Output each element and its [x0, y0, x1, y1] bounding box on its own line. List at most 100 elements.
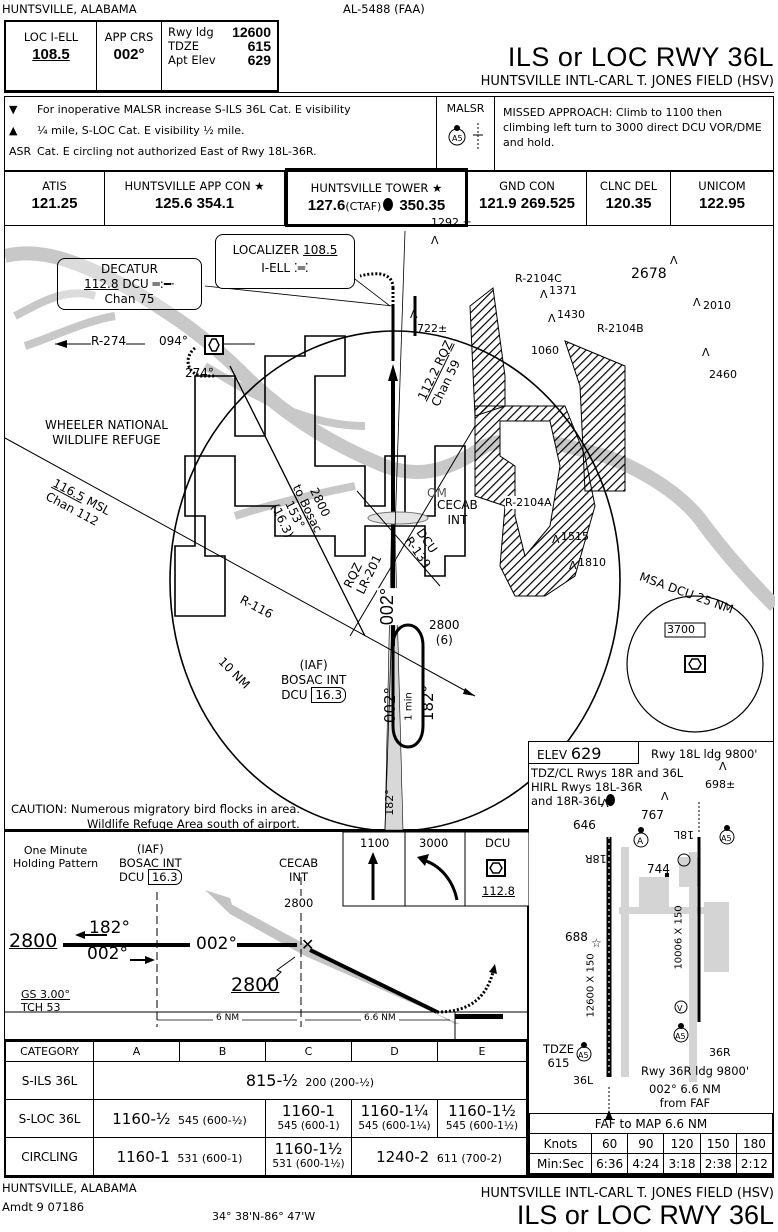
comm-label: GND CON [499, 179, 555, 193]
ctaf-label: (CTAF) [345, 200, 382, 213]
localizer-course-line [384, 230, 406, 831]
cecab-altitude: 2800 [284, 896, 314, 910]
rwy-18l-landing: Rwy 18L ldg 9800' [651, 747, 758, 761]
notes-text: ▼For inoperative MALSR increase S-ILS 36… [5, 97, 437, 170]
comm-freq: 122.95 [699, 195, 745, 212]
obstacle-markers: Λ Λ Λ Λ Λ Λ Λ Λ Λ [410, 234, 710, 572]
localizer-freq: 108.5 [303, 243, 338, 257]
comm-label: CLNC DEL [599, 179, 658, 193]
time-value: 2:38 [699, 1153, 737, 1174]
note-line-1: For inoperative MALSR increase S-ILS 36L… [37, 103, 351, 116]
iaf-dme: 16.3 [147, 869, 182, 885]
obstacle-elev: 646 [573, 818, 596, 832]
rwy-ldg: 12600 [232, 24, 271, 40]
final-descent-path [309, 948, 438, 1014]
svg-text:A5: A5 [675, 1032, 686, 1041]
app-crs-cell: APP CRS 002° [97, 22, 162, 90]
runway-label: 18R [585, 852, 607, 865]
airport-diagram: A A5 V A5 A5 ☆ Λ Λ Λ [576, 760, 735, 1120]
inbound-course: 002° [87, 944, 128, 964]
obstacle-icon: Λ [670, 254, 678, 267]
missed-approach-text: MISSED APPROACH: Climb to 1100 then clim… [503, 106, 762, 149]
morse-code-icon: ═:━· [152, 277, 175, 291]
faf-to-map-distance: FAF to MAP 6.6 NM [529, 1113, 773, 1134]
outer-marker-label: OM [427, 486, 447, 500]
obstacle-elev: 1430 [557, 308, 585, 321]
airport-coordinates: 34° 38'N-86° 47'W [212, 1210, 316, 1223]
airport-elev-box: ELEV 629 [529, 742, 639, 764]
missed-climb-altitude: 1100 [360, 836, 390, 850]
lighting-notes: TDZ/CL Rwys 18R and 36L HIRL Rwys 18L-36… [531, 766, 683, 808]
r139-radial [356, 490, 441, 587]
cecab-name: CECAB [279, 856, 319, 870]
comm-approach: HUNTSVILLE APP CON ★125.6 354.1 [105, 172, 285, 225]
holding-altitude: 2800 [9, 930, 58, 952]
header-divider [4, 92, 774, 93]
category-d: D [351, 1041, 438, 1062]
category-a: A [93, 1041, 180, 1062]
knots-value: 60 [591, 1133, 629, 1154]
loc-label: LOC I-ELL [23, 30, 79, 44]
tower-freq-vhf: 127.6 [307, 197, 346, 214]
decatur-chan: Chan 75 [104, 292, 155, 306]
tdze-label: TDZE [168, 39, 200, 53]
faf-to-map-table: FAF to MAP 6.6 NM Knots 60 90 120 150 18… [528, 1113, 774, 1174]
obstacle-elev: 2460 [709, 368, 737, 381]
iaf-name: BOSAC INT [281, 673, 347, 687]
caution-note: CAUTION: Numerous migratory bird flocks … [11, 802, 300, 832]
morse-code-icon: ⁚═⁚ [293, 261, 309, 275]
obstacle-icon: Λ [540, 288, 548, 301]
obstacle-elev: 1371 [549, 284, 577, 297]
app-crs-label: APP CRS [104, 30, 154, 44]
obstacle-icon: Λ [601, 797, 609, 810]
comm-freq: 120.35 [605, 195, 652, 212]
app-crs: 002° [113, 46, 145, 63]
localizer-name: LOCALIZER [232, 243, 300, 257]
time-value: 4:24 [627, 1153, 665, 1174]
min-alt-dist: (6) [435, 633, 453, 647]
tower-icon [665, 873, 669, 877]
decatur-ident: DCU [122, 277, 149, 291]
obstacle-elev: 767 [641, 808, 664, 822]
timing-knots-row: Knots 60 90 120 150 180 [528, 1133, 774, 1154]
category-row: CATEGORY A B C D E [5, 1041, 527, 1062]
localizer-ident: I-ELL [261, 261, 291, 275]
iaf-dme: 16.3 [311, 687, 347, 703]
sils-row: S-ILS 36L 815-½ 200 (200-½) [5, 1061, 527, 1100]
msa-altitude-box [664, 622, 706, 638]
lighting-note: HIRL Rwys 18L-36R [531, 780, 643, 794]
footer-location: HUNTSVILLE, ALABAMA [2, 1181, 137, 1195]
segment-distance: 6.6 NM [361, 1013, 399, 1023]
decatur-freq: 112.8 [84, 277, 119, 291]
missed-holding-fix: DCU [485, 836, 511, 850]
msa-vor-icon [684, 655, 706, 673]
sloc-d-hat: 545 (600-1¼) [358, 1119, 431, 1132]
holding-pattern [391, 623, 425, 749]
obstacle-icon: Λ [661, 790, 669, 803]
caution-line-2: Wildlife Refuge Area south of airport. [87, 817, 300, 831]
time-label: Min:Sec [528, 1153, 593, 1174]
knots-value: 90 [627, 1133, 665, 1154]
circ-c-haa: 531 (600-1½) [272, 1157, 345, 1170]
knots-label: Knots [528, 1133, 593, 1154]
category-b: B [179, 1041, 266, 1062]
procedure-title: ILS or LOC RWY 36L [507, 42, 774, 72]
comm-label: ATIS [42, 179, 67, 193]
rwy-36r-landing: Rwy 36R ldg 9800' [641, 1064, 750, 1078]
minimum-altitude-label: 2800(6) [429, 618, 460, 648]
sloc-c-hat: 545 (600-1) [277, 1119, 340, 1132]
lighting-label: MALSR [446, 102, 485, 115]
holding-outbound-label: 182° [419, 684, 438, 722]
knots-value: 180 [735, 1133, 774, 1154]
airport-name: HUNTSVILLE INTL-CARL T. JONES FIELD (HSV… [480, 74, 774, 89]
